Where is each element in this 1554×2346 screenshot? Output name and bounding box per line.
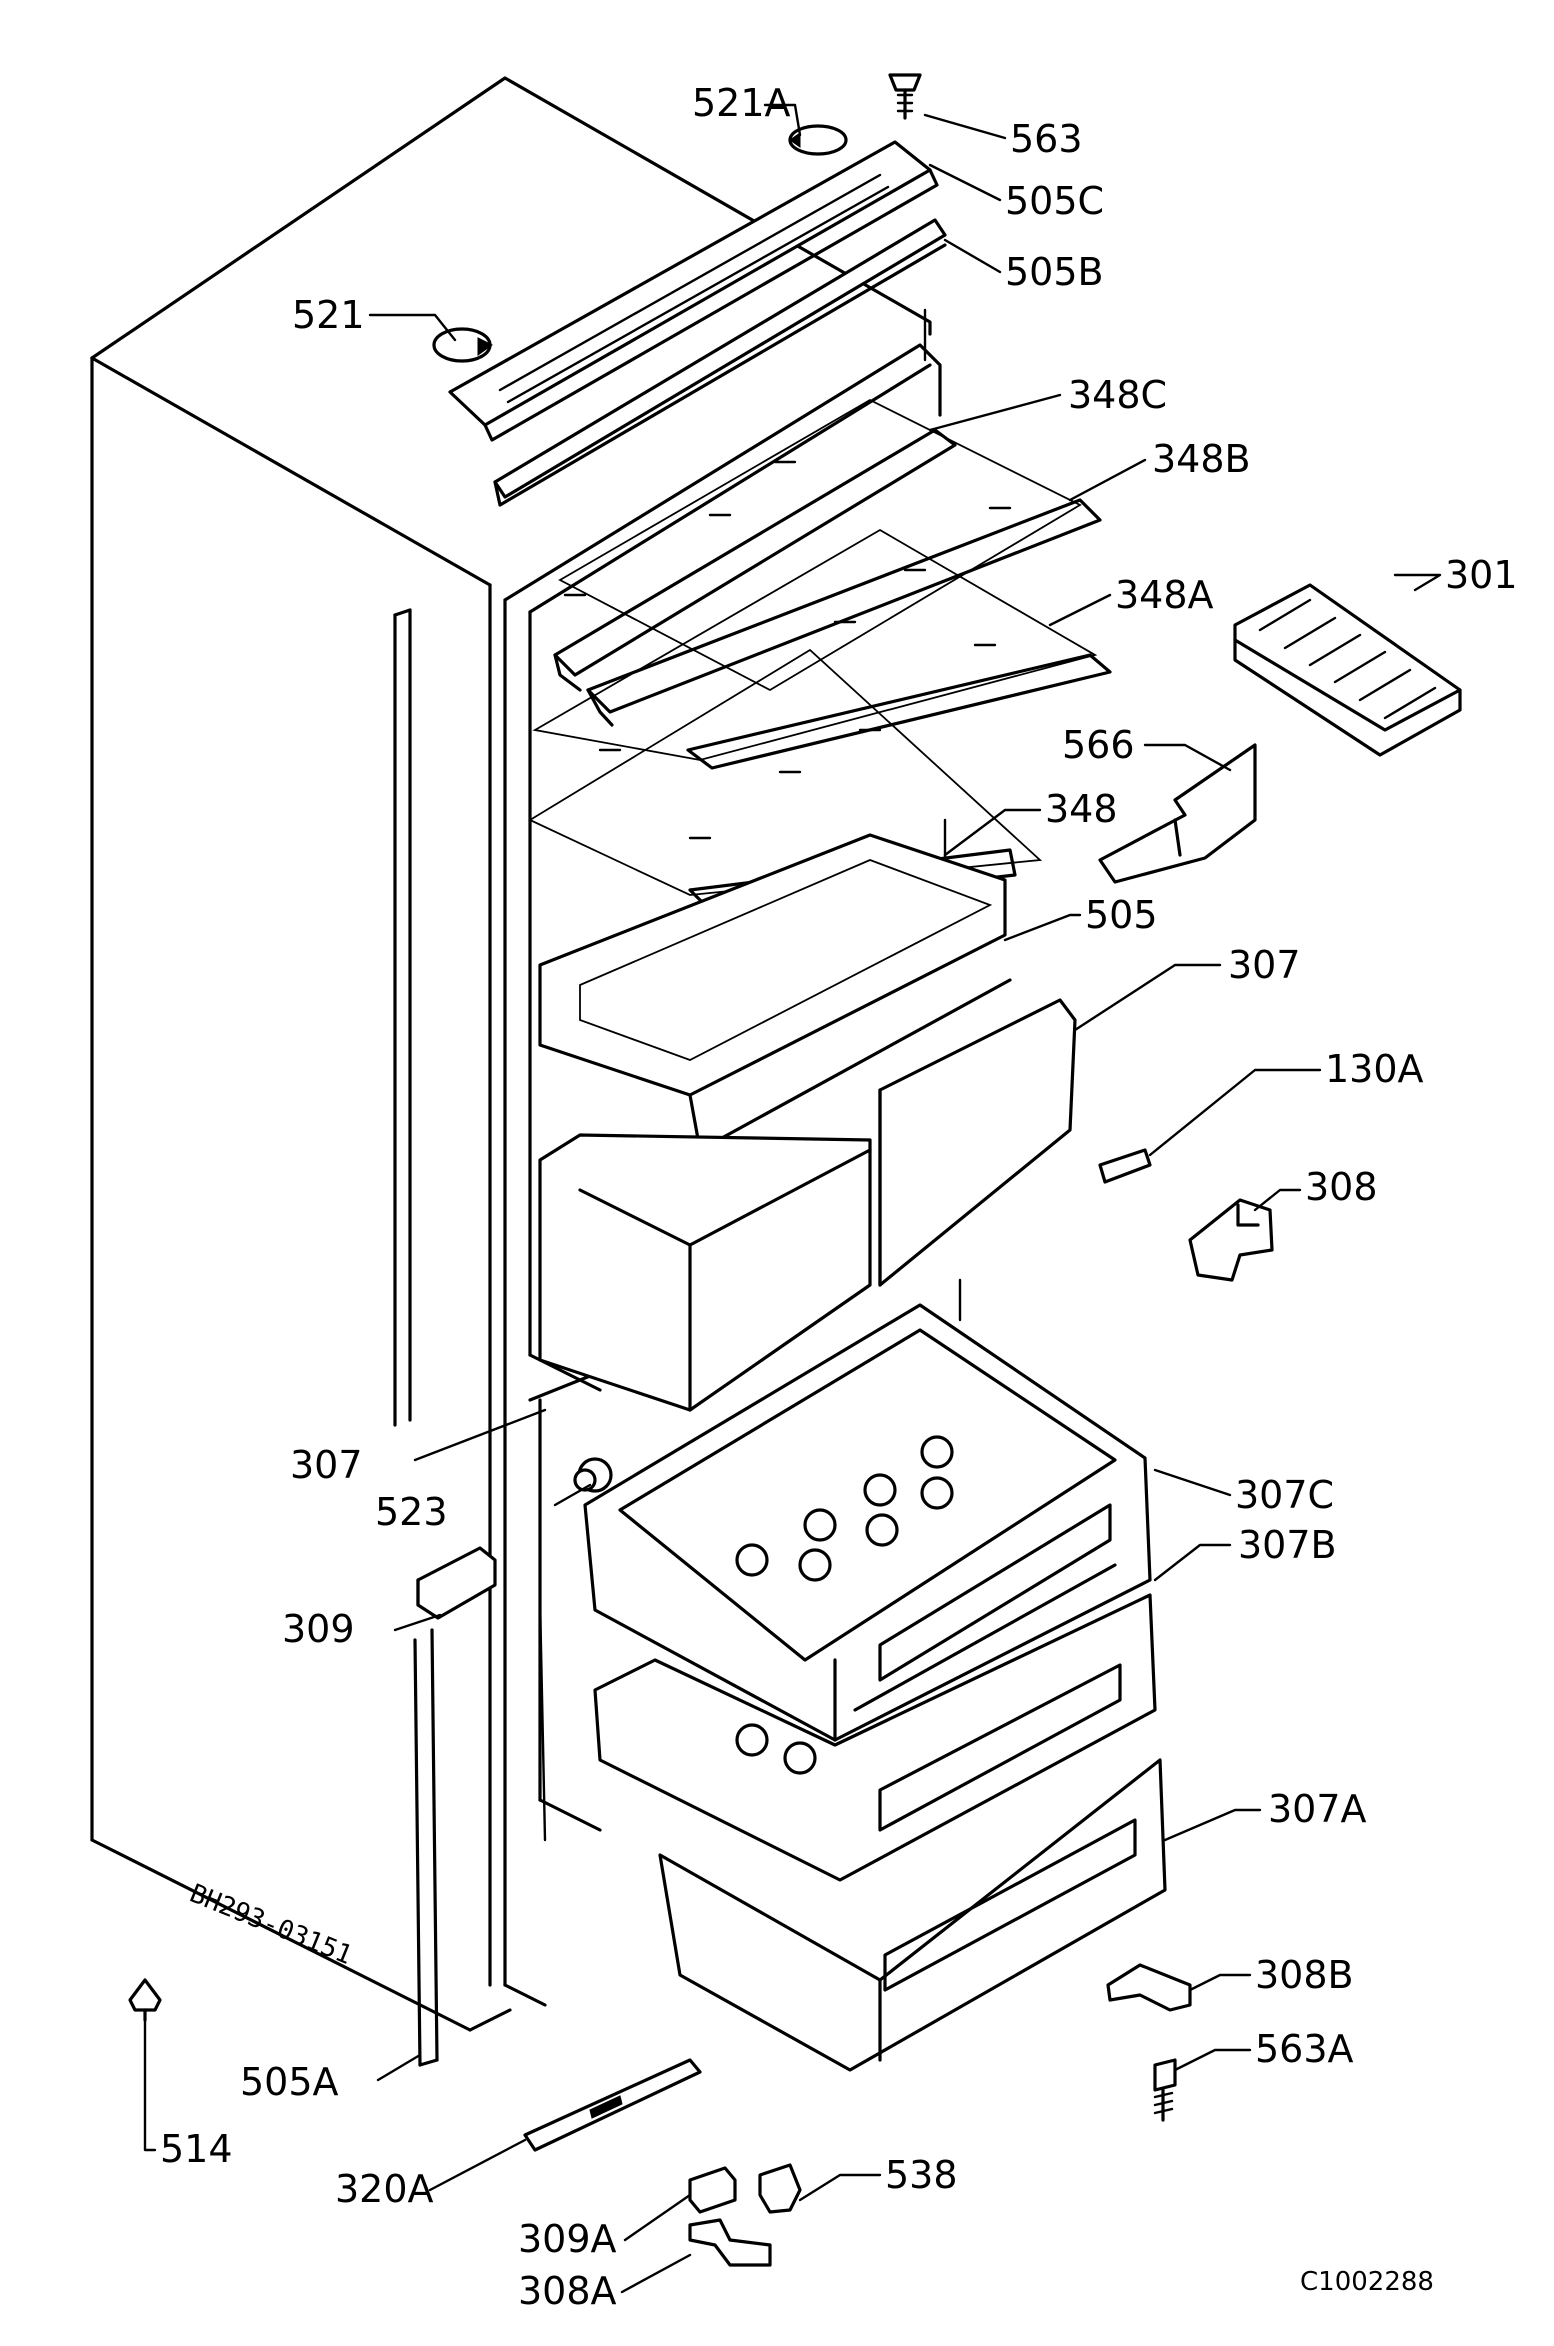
label-309A: 309A bbox=[518, 2217, 617, 2261]
label-348B: 348B bbox=[1152, 437, 1251, 481]
label-348C: 348C bbox=[1068, 373, 1167, 417]
label-320A: 320A bbox=[335, 2167, 434, 2211]
door-gasket-strip bbox=[393, 608, 439, 2067]
cabinet-body bbox=[90, 76, 962, 2032]
label-521: 521 bbox=[292, 293, 365, 337]
label-307B: 307B bbox=[1238, 1523, 1337, 1567]
label-521A: 521A bbox=[692, 81, 791, 125]
label-307-left: 307 bbox=[290, 1443, 363, 1487]
small-hinge-parts bbox=[1098, 1148, 1274, 1282]
hinge-covers bbox=[432, 73, 922, 363]
label-348: 348 bbox=[1045, 787, 1118, 831]
crisper-drawers bbox=[538, 833, 1077, 1412]
label-307A: 307A bbox=[1268, 1787, 1367, 1831]
label-538: 538 bbox=[885, 2153, 958, 2197]
label-505: 505 bbox=[1085, 893, 1158, 937]
label-308: 308 bbox=[1305, 1165, 1378, 1209]
label-514: 514 bbox=[160, 2127, 233, 2171]
label-307C: 307C bbox=[1235, 1473, 1334, 1517]
label-307-top: 307 bbox=[1228, 943, 1301, 987]
label-505A: 505A bbox=[240, 2060, 339, 2104]
serial-stamp: BH293-03151 bbox=[185, 1879, 356, 1971]
label-505B: 505B bbox=[1005, 250, 1104, 294]
label-308A: 308A bbox=[518, 2269, 617, 2313]
label-563A: 563A bbox=[1255, 2027, 1354, 2071]
freezer-drawers bbox=[583, 1303, 1167, 2072]
top-trim-rails bbox=[448, 140, 947, 507]
door-stop-and-bracket bbox=[416, 1457, 613, 1620]
ice-scraper bbox=[1098, 743, 1257, 884]
label-308B: 308B bbox=[1255, 1953, 1354, 1997]
part-labels: 521A 563 505C 505B 521 348C 348B 348A 30… bbox=[160, 81, 1518, 2313]
label-563: 563 bbox=[1010, 117, 1083, 161]
ice-tray bbox=[1233, 583, 1462, 757]
label-348A: 348A bbox=[1115, 573, 1214, 617]
drawing-code: C1002288 bbox=[1300, 2267, 1434, 2297]
label-309: 309 bbox=[282, 1607, 355, 1651]
label-505C: 505C bbox=[1005, 179, 1104, 223]
label-301: 301 bbox=[1445, 553, 1518, 597]
leader-lines bbox=[143, 103, 1442, 2294]
bottom-small-parts bbox=[128, 1963, 1192, 2267]
label-566: 566 bbox=[1062, 723, 1135, 767]
label-130A: 130A bbox=[1325, 1047, 1424, 1091]
label-523: 523 bbox=[375, 1490, 448, 1534]
